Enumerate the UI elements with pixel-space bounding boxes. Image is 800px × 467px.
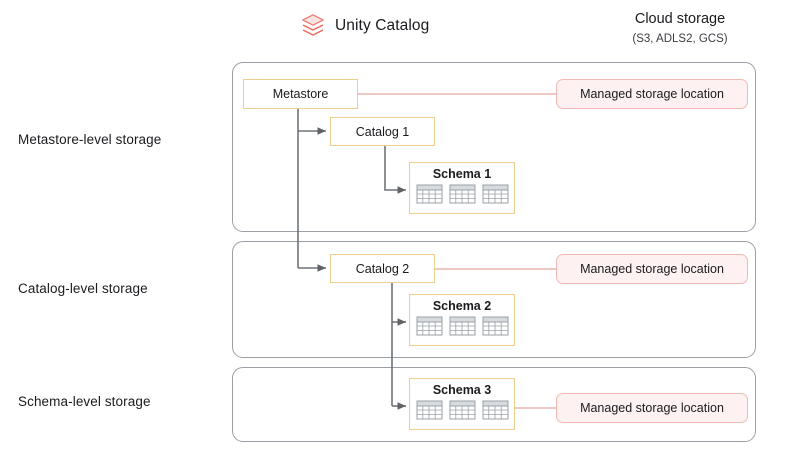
node-catalog-2[interactable]: Catalog 2 [330, 254, 435, 283]
node-schema-2-label: Schema 2 [432, 299, 492, 313]
table-icon [482, 316, 508, 336]
cloud-storage-subtitle: (S3, ADLS2, GCS) [632, 32, 728, 45]
storage-metastore-location-label: Managed storage location [580, 87, 724, 101]
node-schema-2[interactable]: Schema 2 [409, 294, 515, 346]
node-schema-3-label: Schema 3 [432, 383, 492, 397]
storage-schema-location-label: Managed storage location [580, 401, 724, 415]
stacked-layers-icon [302, 14, 324, 36]
table-icon [416, 400, 442, 420]
table-icon [449, 184, 475, 204]
storage-metastore-location[interactable]: Managed storage location [556, 79, 748, 109]
node-catalog-2-label: Catalog 2 [355, 261, 410, 276]
row-label-catalog-level: Catalog-level storage [18, 281, 148, 296]
table-icon [449, 316, 475, 336]
node-metastore-label: Metastore [272, 87, 329, 101]
unity-catalog-header: Unity Catalog [300, 12, 429, 40]
node-schema-1-label: Schema 1 [432, 167, 492, 181]
table-icon [449, 400, 475, 420]
table-icon [482, 184, 508, 204]
node-schema-3[interactable]: Schema 3 [409, 378, 515, 430]
cloud-storage-header: Cloud storage (S3, ADLS2, GCS) [560, 10, 800, 47]
storage-catalog-location-label: Managed storage location [580, 262, 724, 276]
node-schema-1[interactable]: Schema 1 [409, 162, 515, 214]
storage-schema-location[interactable]: Managed storage location [556, 393, 748, 423]
row-label-metastore-level: Metastore-level storage [18, 132, 162, 147]
node-metastore[interactable]: Metastore [243, 79, 358, 109]
schema-2-tables [416, 316, 509, 336]
schema-3-tables [416, 400, 509, 420]
node-catalog-1-label: Catalog 1 [355, 124, 410, 139]
table-icon [482, 400, 508, 420]
schema-1-tables [416, 184, 509, 204]
table-icon [416, 316, 442, 336]
table-icon [416, 184, 442, 204]
node-catalog-1[interactable]: Catalog 1 [330, 117, 435, 146]
storage-catalog-location[interactable]: Managed storage location [556, 254, 748, 284]
cloud-storage-title: Cloud storage [634, 11, 726, 27]
row-label-schema-level: Schema-level storage [18, 394, 151, 409]
unity-catalog-label: Unity Catalog [335, 17, 430, 34]
